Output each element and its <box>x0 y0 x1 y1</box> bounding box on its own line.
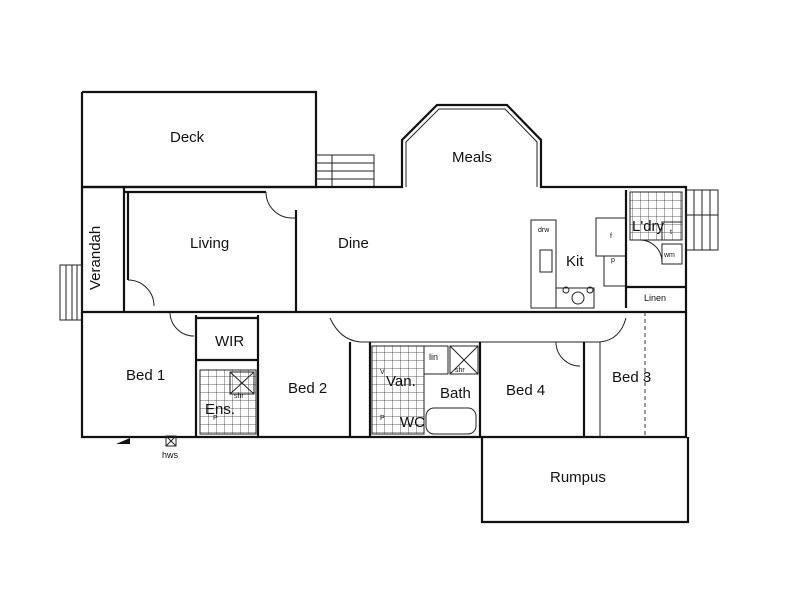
fixture-label-shr-ensuite: shr <box>234 393 244 400</box>
bedroom-wing <box>80 312 688 439</box>
fixture-label-p-ensuite: P <box>213 415 218 422</box>
room-label-bed4: Bed 4 <box>506 382 545 399</box>
house-outline <box>80 103 688 314</box>
room-label-lin: lin <box>429 352 438 362</box>
fixture-label-hws: hws <box>162 450 179 460</box>
room-label-ldry: L'dry <box>632 218 665 235</box>
room-label-bed3: Bed 3 <box>612 369 651 386</box>
fixture-label-p-wc: P <box>380 415 385 422</box>
fixture-label-vanity: V <box>380 369 385 376</box>
verandah-steps <box>59 264 83 321</box>
fixture-label-fridge: f <box>610 233 612 240</box>
fixture-label-tub: t <box>670 229 672 236</box>
deck-steps <box>315 154 375 188</box>
room-label-bed1: Bed 1 <box>126 367 165 384</box>
room-label-meals: Meals <box>452 149 492 166</box>
room-label-van: Van. <box>386 373 416 390</box>
room-label-ens: Ens. <box>205 401 235 418</box>
fixture-label-pantry: p <box>611 257 615 264</box>
room-label-kit: Kit <box>566 253 584 270</box>
room-label-verandah: Verandah <box>87 226 104 290</box>
door-swings <box>127 191 663 367</box>
room-label-dine: Dine <box>338 235 369 252</box>
room-label-bath: Bath <box>440 385 471 402</box>
rumpus-area <box>480 437 690 524</box>
fixture-label-wm: wm <box>663 252 675 259</box>
room-label-wir: WIR <box>215 333 244 350</box>
fixture-label-shr-bath: shr <box>455 367 465 374</box>
room-label-living: Living <box>190 235 229 252</box>
room-label-bed2: Bed 2 <box>288 380 327 397</box>
fixture-label-drw: drw <box>538 227 550 234</box>
room-label-wc: WC <box>400 414 425 431</box>
hws-marker <box>116 435 177 447</box>
room-label-linen: Linen <box>644 293 666 303</box>
room-label-deck: Deck <box>170 129 205 146</box>
room-label-rumpus: Rumpus <box>550 469 606 486</box>
laundry-steps <box>685 189 719 251</box>
